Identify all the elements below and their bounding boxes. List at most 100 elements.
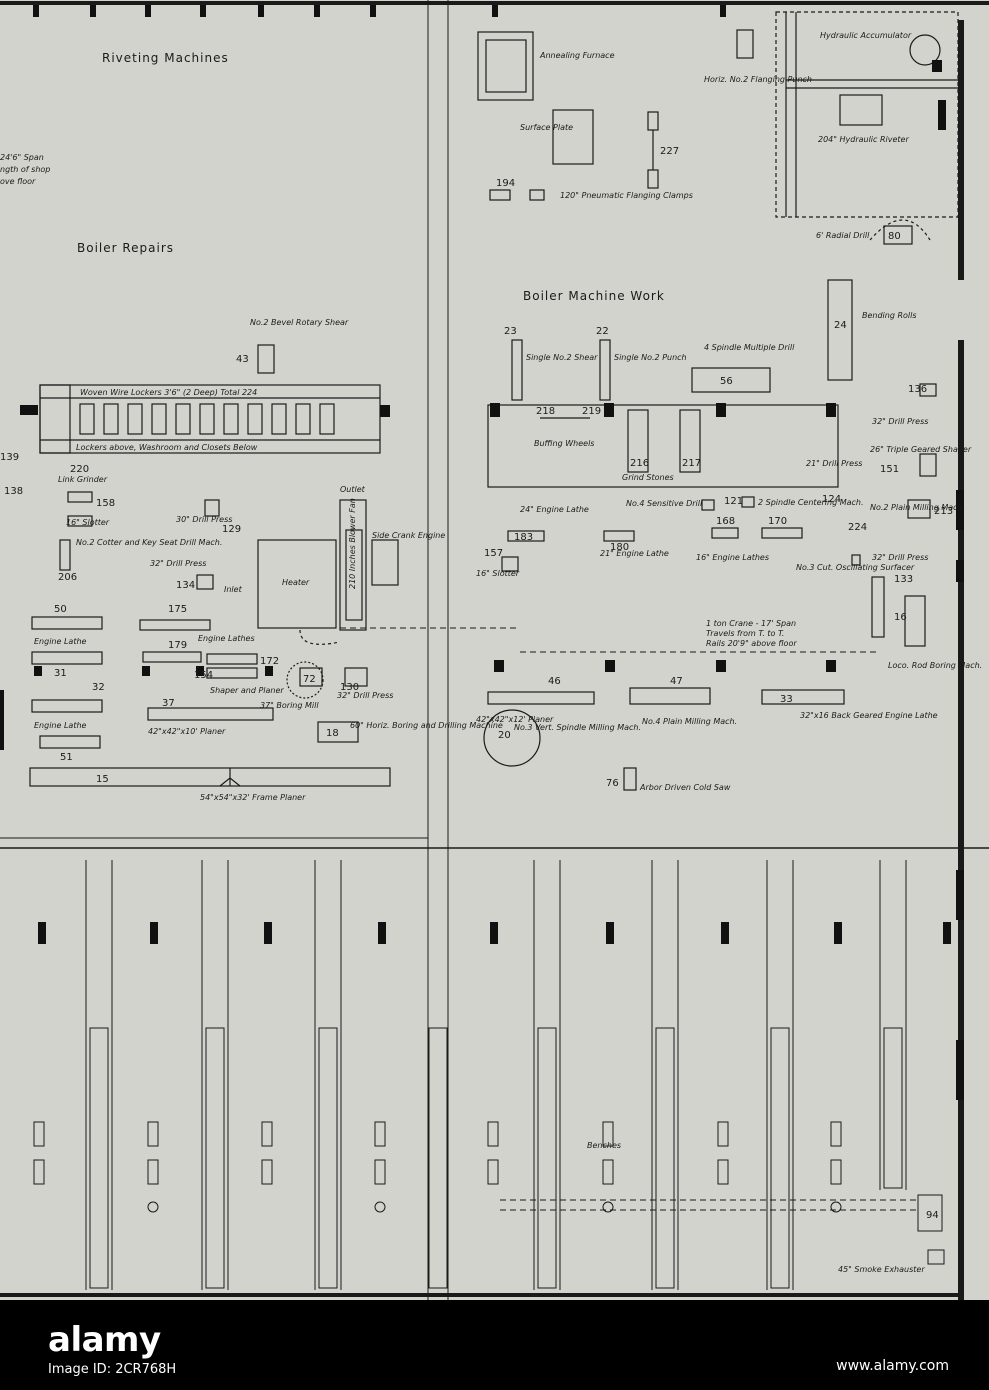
machine-number-94: 94	[926, 1210, 939, 1221]
machine-number-23: 23	[504, 326, 517, 337]
machine-number-133: 133	[894, 574, 913, 585]
machine-number-219: 219	[582, 406, 601, 417]
lockers-note: Lockers above, Washroom and Closets Belo…	[76, 443, 258, 452]
label-single-shear: Single No.2 Shear	[526, 353, 598, 362]
machine-number-22: 22	[596, 326, 609, 337]
machine-number-47: 47	[670, 676, 683, 687]
label-engine-lathe-21: 21" Engine Lathe	[600, 549, 669, 558]
label-planer-42-10: 42"x42"x10' Planer	[148, 727, 226, 736]
label-engine-lathe-1: Engine Lathe	[34, 637, 87, 646]
machine-number-24: 24	[834, 320, 847, 331]
machine-number-76: 76	[606, 778, 619, 789]
machine-number-218: 218	[536, 406, 555, 417]
label-drill-32c: 32" Drill Press	[872, 553, 928, 562]
label-oscillating: No.3 Cut. Oscillating Surfacer	[796, 563, 915, 572]
label-back-geared: 32"x16 Back Geared Engine Lathe	[800, 711, 938, 720]
label-engine-lathe-2: Engine Lathe	[34, 721, 87, 730]
label-horiz-boring: 60" Horiz. Boring and Drilling Machine	[350, 721, 503, 730]
machine-number-194: 194	[496, 178, 515, 189]
label-shear: No.2 Bevel Rotary Shear	[250, 318, 349, 327]
label-multiple-drill: 4 Spindle Multiple Drill	[704, 343, 795, 352]
label-slotter-157: 16" Slotter	[476, 569, 520, 578]
label-engine-lathes-16: 16" Engine Lathes	[696, 553, 769, 562]
label-vert-milling: No.3 Vert. Spindle Milling Mach.	[514, 723, 641, 732]
machine-number-175: 175	[168, 604, 187, 615]
label-buffing: Buffing Wheels	[534, 439, 594, 448]
label-sensitive-drill: No.4 Sensitive Drill	[626, 499, 703, 508]
label-centering: 2 Spindle Centering Mach.	[758, 498, 864, 507]
machine-number-129: 129	[222, 524, 241, 535]
floor-plan-drawing: Riveting Machines Boiler Repairs Boiler …	[0, 0, 989, 1300]
label-cotter: No.2 Cotter and Key Seat Drill Mach.	[76, 538, 222, 547]
machine-number-20: 20	[498, 730, 511, 741]
label-drill-30: 30" Drill Press	[176, 515, 232, 524]
machine-number-16: 16	[894, 612, 907, 623]
machine-number-220: 220	[70, 464, 89, 475]
label-engine-lathe-24: 24" Engine Lathe	[520, 505, 589, 514]
machine-number-217: 217	[682, 458, 701, 469]
label-heater: Heater	[282, 578, 310, 587]
label-outlet: Outlet	[340, 485, 366, 494]
image-id: Image ID: 2CR768H	[48, 1362, 177, 1377]
machine-number-170: 170	[768, 516, 787, 527]
label-milling-plain2: No.2 Plain Milling Mach.	[870, 503, 965, 512]
label-cold-saw: Arbor Driven Cold Saw	[639, 783, 731, 792]
area-riveting: Riveting Machines	[102, 51, 229, 65]
machine-number-43: 43	[236, 354, 249, 365]
area-benches: Benches	[587, 1141, 621, 1150]
label-triple-shaper: 26" Triple Geared Shaper	[870, 445, 972, 454]
machine-number-32: 32	[92, 682, 105, 693]
machine-number-56: 56	[720, 376, 733, 387]
label-shaper-planer: Shaper and Planer	[210, 686, 284, 695]
machine-number-33: 33	[780, 694, 793, 705]
machine-number-136: 136	[908, 384, 927, 395]
machine-number-130: 130	[340, 682, 359, 693]
machine-number-124: 124	[822, 494, 841, 505]
label-annealing: Annealing Furnace	[539, 51, 615, 60]
label-riveter: 204" Hydraulic Riveter	[818, 135, 909, 144]
label-surface-plate: Surface Plate	[520, 123, 573, 132]
machine-number-139: 139	[0, 452, 19, 463]
label-drill-32a: 32" Drill Press	[150, 559, 206, 568]
label-slotter-16: 16" Slotter	[66, 518, 110, 527]
machine-number-51: 51	[60, 752, 73, 763]
machine-number-31: 31	[54, 668, 67, 679]
label-boring-mill: 37" Boring Mill	[260, 701, 319, 710]
crane-right-line2: Travels from T. to T.	[706, 629, 784, 638]
watermark-logo: alamy	[48, 1320, 161, 1360]
area-boiler-machine-work: Boiler Machine Work	[523, 289, 665, 303]
label-drill-21: 21" Drill Press	[806, 459, 862, 468]
label-frame-planer: 54"x54"x32' Frame Planer	[200, 793, 306, 802]
label-radial-drill: 6' Radial Drill	[816, 231, 870, 240]
machine-number-206: 206	[58, 572, 77, 583]
machine-number-138: 138	[4, 486, 23, 497]
crane-left-line3: ove floor	[0, 177, 36, 186]
machine-number-224: 224	[848, 522, 867, 533]
label-link-grinder: Link Grinder	[58, 475, 108, 484]
label-inlet: Inlet	[224, 585, 243, 594]
machine-number-46: 46	[548, 676, 561, 687]
label-single-punch: Single No.2 Punch	[614, 353, 687, 362]
crane-right-line1: 1 ton Crane - 17' Span	[706, 619, 796, 628]
machine-number-154: 154	[194, 670, 213, 681]
machine-number-172: 172	[260, 656, 279, 667]
lockers-label: Woven Wire Lockers 3'6" (2 Deep) Total 2…	[80, 388, 257, 397]
machine-number-15: 15	[96, 774, 109, 785]
machine-number-168: 168	[716, 516, 735, 527]
machine-number-216: 216	[630, 458, 649, 469]
crane-left-line2: ngth of shop	[0, 165, 50, 174]
machine-number-227: 227	[660, 146, 679, 157]
label-blower: 210 Inches Blower Fan	[348, 498, 357, 589]
floor-plan: Riveting Machines Boiler Repairs Boiler …	[0, 0, 989, 1300]
label-engine-lathes: Engine Lathes	[198, 634, 255, 643]
website-url: www.alamy.com	[836, 1358, 949, 1374]
machine-number-213: 213	[934, 506, 953, 517]
label-milling-plain4: No.4 Plain Milling Mach.	[642, 717, 737, 726]
machine-number-179: 179	[168, 640, 187, 651]
machine-number-151: 151	[880, 464, 899, 475]
crane-left-line1: 24'6" Span	[0, 153, 44, 162]
label-loco-rod: Loco. Rod Boring Mach.	[888, 661, 982, 670]
area-boiler-repairs: Boiler Repairs	[77, 241, 174, 255]
machine-number-134: 134	[176, 580, 195, 591]
machine-number-183: 183	[514, 532, 533, 543]
